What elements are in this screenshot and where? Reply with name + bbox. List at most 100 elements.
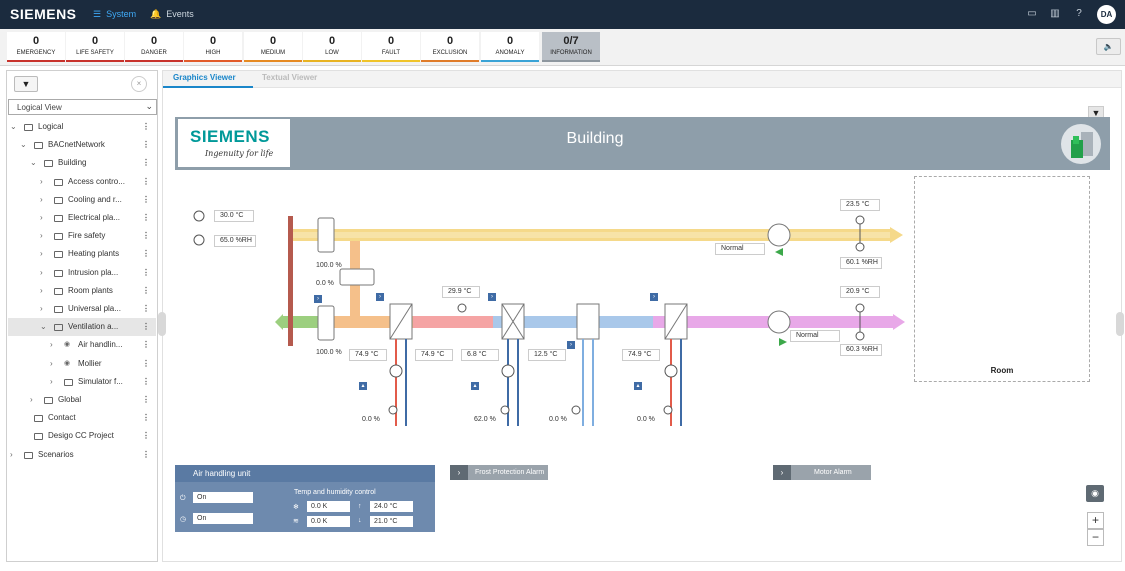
tree-item[interactable]: ⌄Logical⋮ — [8, 118, 156, 136]
tree-item[interactable]: ⌄Ventilation a...⋮ — [8, 318, 156, 337]
cooling-k-field[interactable]: 0.0 K — [307, 501, 350, 512]
chat-icon[interactable]: ▭ — [1027, 8, 1037, 19]
more-icon[interactable]: ⋮ — [142, 358, 150, 368]
trend-icon[interactable]: ▴ — [359, 382, 367, 390]
tree-item[interactable]: ›Fire safety⋮ — [8, 227, 156, 245]
tree-item[interactable]: ›Global⋮ — [8, 391, 156, 409]
zoom-in-button[interactable]: + — [1087, 512, 1104, 529]
more-icon[interactable]: ⋮ — [142, 158, 150, 168]
chevron-right-icon[interactable]: › — [40, 304, 43, 313]
avatar[interactable]: DA — [1097, 5, 1116, 24]
chevron-right-icon[interactable]: › — [50, 340, 53, 350]
tree-item[interactable]: ›Cooling and r...⋮ — [8, 191, 156, 209]
more-icon[interactable]: ⋮ — [142, 140, 150, 150]
high-setpoint-field[interactable]: 24.0 °C — [370, 501, 413, 512]
more-icon[interactable]: ⋮ — [142, 176, 150, 186]
control-icon[interactable]: › — [376, 293, 384, 301]
tab-graphics-viewer[interactable]: Graphics Viewer — [173, 73, 236, 82]
chevron-right-icon[interactable]: › — [40, 267, 43, 277]
left-collapse-handle[interactable] — [158, 312, 166, 336]
more-icon[interactable]: ⋮ — [142, 304, 150, 313]
chevron-right-icon[interactable]: › — [50, 358, 53, 368]
tree-item[interactable]: ›Access contro...⋮ — [8, 173, 156, 191]
chevron-right-icon[interactable]: › — [50, 376, 53, 386]
motor-alarm-button[interactable]: ›Motor Alarm — [773, 465, 871, 480]
more-icon[interactable]: ⋮ — [142, 340, 150, 350]
nav-events[interactable]: 🔔 Events — [150, 9, 194, 20]
chevron-right-icon[interactable]: › — [10, 449, 13, 459]
chevron-right-icon[interactable]: › — [40, 231, 43, 241]
trend-icon[interactable]: ▴ — [634, 382, 642, 390]
tree-item[interactable]: ›Scenarios⋮ — [8, 446, 156, 464]
chevron-right-icon[interactable]: › — [40, 249, 43, 259]
low-setpoint-field[interactable]: 21.0 °C — [370, 516, 413, 527]
control-icon[interactable]: › — [314, 295, 322, 303]
supply-damper-value: 100.0 % — [316, 349, 342, 356]
more-icon[interactable]: ⋮ — [142, 231, 150, 241]
more-icon[interactable]: ⋮ — [142, 249, 150, 259]
tree-item[interactable]: ›Intrusion pla...⋮ — [8, 264, 156, 282]
more-icon[interactable]: ⋮ — [142, 267, 150, 277]
chevron-right-icon[interactable]: › — [40, 213, 43, 222]
tree-item[interactable]: Desigo CC Project⋮ — [8, 427, 156, 445]
tree-item[interactable]: ›◉Air handlin...⋮ — [8, 336, 156, 354]
status2-field[interactable]: On — [193, 513, 253, 524]
tree-item[interactable]: ⌄BACnetNetwork⋮ — [8, 136, 156, 154]
chevron-down-icon[interactable]: ⌄ — [10, 122, 17, 131]
status1-field[interactable]: On — [193, 492, 253, 503]
tree-item[interactable]: ⌄Building⋮ — [8, 154, 156, 172]
more-icon[interactable]: ⋮ — [142, 449, 150, 459]
tree-item[interactable]: ›◉Mollier⋮ — [8, 355, 156, 373]
control-icon[interactable]: › — [650, 293, 658, 301]
close-button[interactable]: × — [131, 76, 147, 92]
tab-textual-viewer[interactable]: Textual Viewer — [262, 73, 318, 82]
tree-item[interactable]: ›Room plants⋮ — [8, 282, 156, 300]
mute-button[interactable]: 🔈 — [1096, 38, 1121, 55]
chevron-right-icon[interactable]: › — [40, 285, 43, 295]
cooler-out-temp: 12.5 °C — [528, 349, 566, 361]
tree-item[interactable]: ›Electrical pla...⋮ — [8, 209, 156, 227]
control-icon[interactable]: › — [488, 293, 496, 301]
zoom-out-button[interactable]: − — [1087, 529, 1104, 546]
layout-icon[interactable]: ▥ — [1050, 8, 1060, 19]
right-collapse-handle[interactable] — [1116, 312, 1124, 336]
chevron-down-icon[interactable]: ⌄ — [40, 322, 47, 332]
more-icon[interactable]: ⋮ — [142, 122, 150, 131]
more-icon[interactable]: ⋮ — [142, 431, 150, 441]
trend-icon[interactable]: ▴ — [471, 382, 479, 390]
tree-item[interactable]: ›Heating plants⋮ — [8, 245, 156, 263]
tree-item[interactable]: ›Universal pla...⋮ — [8, 300, 156, 318]
control-icon[interactable]: › — [567, 341, 575, 349]
chevron-down-icon[interactable]: ⌄ — [30, 158, 37, 168]
help-icon[interactable]: ? — [1076, 8, 1082, 19]
frost-alarm-button[interactable]: ›Frost Protection Alarm — [450, 465, 548, 480]
more-icon[interactable]: ⋮ — [142, 213, 150, 222]
eye-icon[interactable]: ◉ — [1086, 485, 1104, 502]
more-icon[interactable]: ⋮ — [142, 413, 150, 423]
nav-system[interactable]: ☰ System — [93, 9, 136, 20]
more-icon[interactable]: ⋮ — [142, 376, 150, 386]
more-icon[interactable]: ⋮ — [142, 285, 150, 295]
filter-button[interactable]: ▼ — [14, 76, 38, 92]
chevron-right-icon[interactable]: › — [40, 176, 43, 186]
heating-k-field[interactable]: 0.0 K — [307, 516, 350, 527]
chevron-right-icon[interactable]: › — [30, 395, 33, 404]
more-icon[interactable]: ⋮ — [142, 322, 150, 332]
view-select[interactable]: Logical View⌄ — [8, 99, 157, 115]
more-icon[interactable]: ⋮ — [142, 395, 150, 404]
chevron-right-icon[interactable]: › — [40, 194, 43, 204]
tree-item[interactable]: ›Simulator f...⋮ — [8, 373, 156, 391]
chevron-down-icon[interactable]: ⌄ — [20, 140, 27, 150]
tree-item[interactable]: Contact⋮ — [8, 409, 156, 427]
more-icon[interactable]: ⋮ — [142, 194, 150, 204]
